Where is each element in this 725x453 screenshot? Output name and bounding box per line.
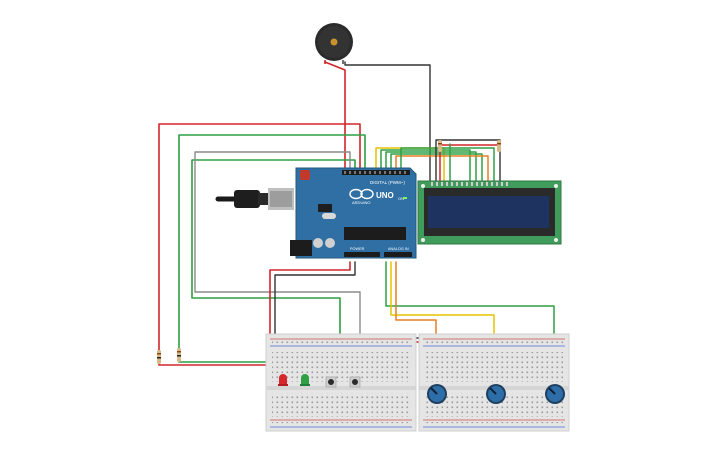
buzzer-black-wire[interactable]: [344, 61, 431, 186]
analog-header: [384, 252, 412, 257]
red-led[interactable]: [278, 374, 288, 386]
reset-button[interactable]: [300, 170, 310, 180]
green-wire-2[interactable]: [191, 159, 356, 356]
green-loop-wire[interactable]: [178, 134, 366, 363]
potentiometer-3[interactable]: [545, 384, 565, 404]
usb-chip: [318, 204, 332, 212]
capacitor-1: [313, 238, 323, 248]
lcd-wire-black[interactable]: [435, 139, 501, 183]
lcd-wire-green-1[interactable]: [380, 149, 471, 183]
lcd-wire-green-2[interactable]: [385, 151, 477, 183]
arduino-logo: [349, 188, 374, 200]
buzzer-center: [330, 38, 338, 46]
gray-wire[interactable]: [194, 151, 361, 356]
lcd-pins: [431, 182, 508, 186]
potentiometer-2[interactable]: [486, 384, 506, 404]
analog-header-label: ANALOG IN: [388, 247, 409, 251]
capacitor-2: [325, 238, 335, 248]
piezo-buzzer[interactable]: [315, 23, 353, 64]
lcd-wire-orange[interactable]: [395, 155, 489, 183]
lcd-wire-green-4[interactable]: [400, 147, 495, 183]
on-led: [403, 197, 407, 199]
resistor-lcd-1[interactable]: [438, 140, 442, 152]
red-loop-wire[interactable]: [158, 123, 361, 366]
green-led[interactable]: [300, 374, 310, 386]
board-brand-label: ARDUINO: [352, 200, 370, 205]
pushbutton-2[interactable]: [349, 376, 361, 388]
buzzer-red-wire[interactable]: [324, 61, 346, 171]
resistor-lcd-2[interactable]: [497, 140, 501, 152]
board-model-label: UNO: [376, 191, 394, 200]
digital-header-label: DIGITAL (PWM~): [370, 180, 405, 185]
breadboard-right-holes: [425, 341, 563, 425]
resistor-1[interactable]: [157, 350, 161, 364]
on-led-label: ON: [398, 196, 404, 201]
breadboard-left-holes: [272, 341, 410, 425]
pot-wire-green[interactable]: [385, 261, 555, 356]
breadboard-right[interactable]: [418, 333, 570, 432]
lcd-screen: [428, 196, 549, 228]
usb-cable: [215, 188, 294, 210]
red-wire-bottom[interactable]: [269, 261, 351, 341]
pushbutton-1[interactable]: [325, 376, 337, 388]
power-header: [344, 252, 380, 257]
black-wire-bottom[interactable]: [274, 261, 356, 341]
power-header-label: POWER: [350, 247, 365, 251]
crystal: [322, 213, 336, 219]
power-jack: [290, 240, 312, 256]
atmega-chip: [344, 227, 406, 240]
lcd-16x2[interactable]: [417, 180, 562, 245]
resistor-2[interactable]: [177, 348, 181, 362]
breadboard-left[interactable]: [265, 333, 417, 432]
arduino-uno[interactable]: DIGITAL (PWM~) UNO ARDUINO ON POWER ANAL…: [290, 167, 417, 259]
potentiometer-1[interactable]: [427, 384, 447, 404]
